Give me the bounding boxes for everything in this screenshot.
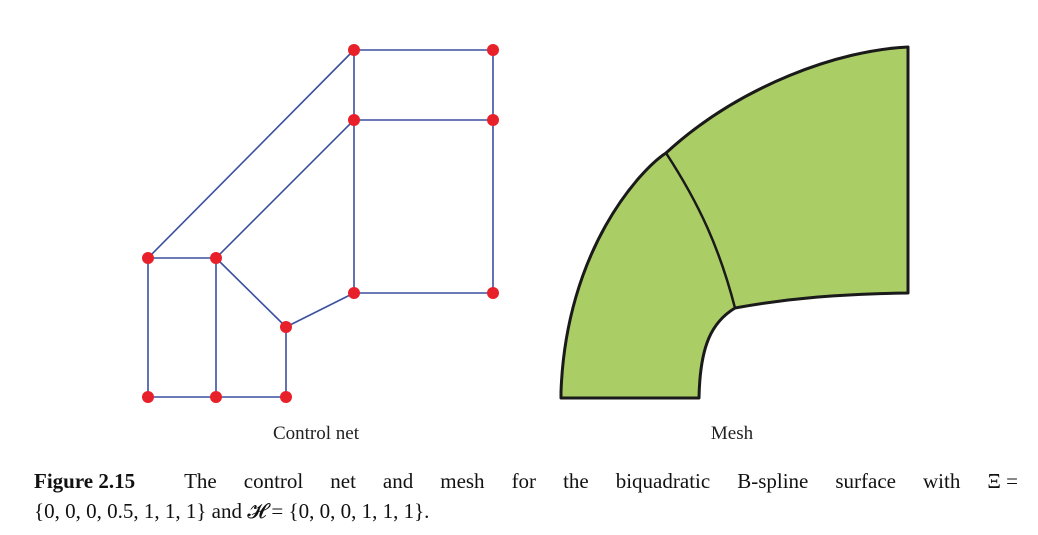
caption-line-1: Figure 2.15 The control net and mesh for… bbox=[34, 466, 1018, 496]
control-net-lines bbox=[147, 49, 494, 398]
control-net-edge bbox=[215, 119, 355, 259]
control-point bbox=[348, 287, 360, 299]
control-net-edge bbox=[285, 292, 355, 328]
caption-word: surface bbox=[835, 469, 896, 493]
caption-word: biquadratic bbox=[615, 469, 711, 493]
caption-word: Ξ = bbox=[987, 469, 1018, 493]
mesh-panel: Mesh bbox=[559, 45, 910, 444]
caption-word: mesh bbox=[440, 469, 485, 493]
control-points bbox=[142, 44, 499, 403]
mesh-label: Mesh bbox=[711, 423, 754, 444]
figure-number: Figure 2.15 bbox=[34, 469, 136, 493]
control-point bbox=[348, 44, 360, 56]
caption-line-2: {0, 0, 0, 0.5, 1, 1, 1} and 𝓗 = {0, 0, 0… bbox=[34, 499, 430, 523]
control-point bbox=[142, 252, 154, 264]
caption-word: net bbox=[330, 469, 356, 493]
control-point bbox=[210, 252, 222, 264]
caption-word: with bbox=[922, 469, 961, 493]
caption-word: the bbox=[563, 469, 589, 493]
figure-caption: Figure 2.15 The control net and mesh for… bbox=[34, 466, 1018, 526]
control-point bbox=[487, 44, 499, 56]
control-net-label: Control net bbox=[273, 423, 360, 444]
control-point bbox=[210, 391, 222, 403]
caption-word: and bbox=[382, 469, 414, 493]
control-point bbox=[487, 287, 499, 299]
control-net-edge bbox=[147, 49, 355, 259]
control-point bbox=[142, 391, 154, 403]
mesh-surface bbox=[559, 45, 910, 400]
control-net-panel: Control net bbox=[142, 44, 499, 444]
caption-word: B-spline bbox=[737, 469, 809, 493]
caption-word: for bbox=[511, 469, 537, 493]
control-point bbox=[348, 114, 360, 126]
control-net-edge bbox=[215, 257, 287, 328]
caption-word: The bbox=[184, 469, 217, 493]
control-point bbox=[280, 321, 292, 333]
control-point bbox=[280, 391, 292, 403]
control-point bbox=[487, 114, 499, 126]
mesh-element-boundary bbox=[664, 152, 737, 309]
caption-word: control bbox=[243, 469, 304, 493]
